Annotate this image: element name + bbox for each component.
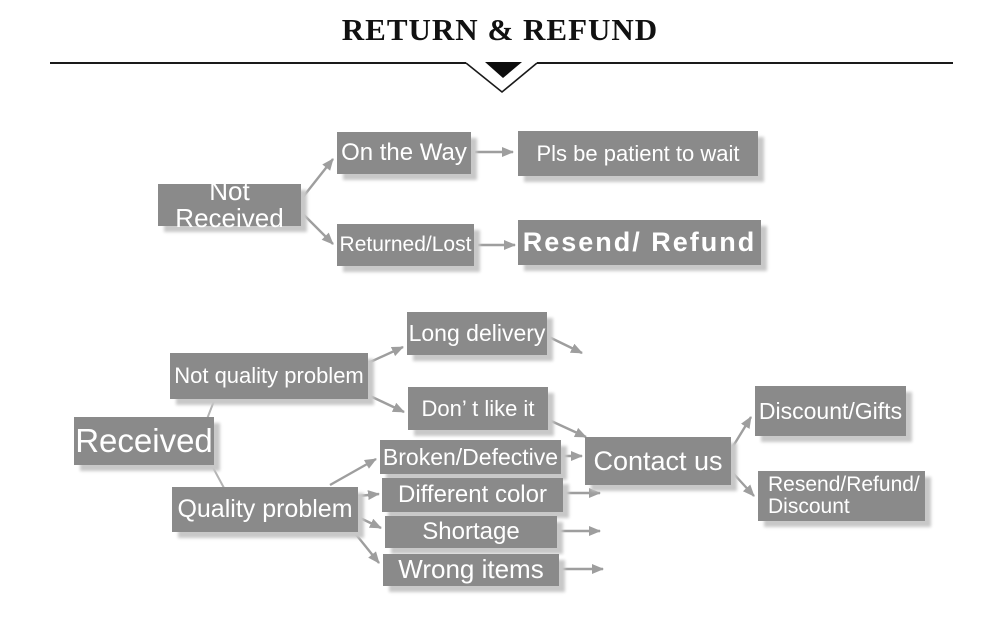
node-wrong-items: Wrong items <box>383 554 559 586</box>
arrow-not-quality-to-dont-like <box>367 393 405 414</box>
node-shortage: Shortage <box>385 516 557 548</box>
divider-notch <box>465 62 538 94</box>
page-title: RETURN & REFUND <box>341 12 659 47</box>
link-received-to-not-quality <box>206 400 215 420</box>
node-broken-defective: Broken/Defective <box>380 440 561 474</box>
arrow-quality-to-different-color <box>357 490 380 501</box>
node-not-quality-problem: Not quality problem <box>170 353 368 399</box>
link-received-to-quality <box>209 461 225 489</box>
node-on-the-way: On the Way <box>337 132 471 174</box>
arrow-quality-to-shortage <box>357 515 382 530</box>
node-contact-us: Contact us <box>585 437 731 485</box>
node-long-delivery: Long delivery <box>407 312 547 355</box>
chevron-down-icon <box>485 62 522 78</box>
node-returned-lost: Returned/Lost <box>337 224 474 266</box>
node-quality-problem: Quality problem <box>172 487 358 532</box>
arrow-long-delivery-to-contact-us <box>548 335 583 355</box>
arrow-contact-us-to-discount-gifts <box>730 416 753 449</box>
header-divider <box>50 62 953 94</box>
node-discount-gifts: Discount/Gifts <box>755 386 906 436</box>
arrow-quality-to-broken <box>329 457 377 487</box>
arrow-not-received-to-returned-lost <box>302 213 334 245</box>
node-dont-like-it: Don’ t like it <box>408 387 548 430</box>
node-not-received: Not Received <box>158 177 301 232</box>
arrow-contact-us-to-resend-refund-discount <box>731 471 755 497</box>
arrow-quality-to-wrong-items <box>353 531 380 564</box>
arrow-dont-like-to-contact-us <box>548 418 587 439</box>
node-received: Received <box>74 417 214 465</box>
arrow-not-received-to-on-the-way <box>302 158 334 198</box>
node-pls-be-patient: Pls be patient to wait <box>518 131 758 176</box>
node-different-color: Different color <box>382 478 563 512</box>
arrow-not-quality-to-long-delivery <box>367 345 404 365</box>
node-resend-refund-discount: Resend/Refund/ Discount <box>758 471 925 521</box>
node-resend-refund: Resend/ Refund <box>518 220 761 265</box>
